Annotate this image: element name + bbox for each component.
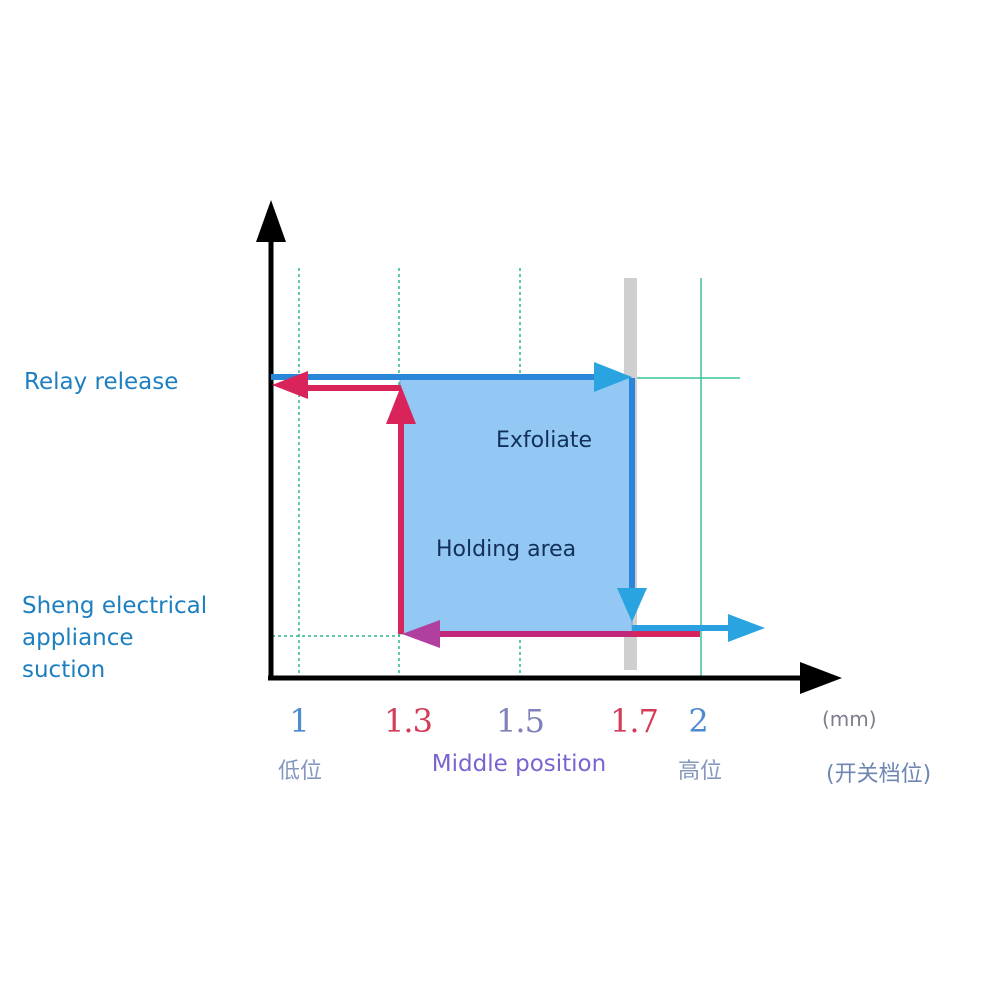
- tick-label-2: 2: [688, 702, 708, 740]
- x-axis-arrowhead: [800, 662, 842, 694]
- suction-path: [272, 371, 700, 648]
- axis-name-label: (开关档位): [826, 762, 932, 787]
- release-arrow-right: [594, 362, 632, 392]
- relay-release-label: Relay release: [24, 369, 179, 395]
- middle-position-label: Middle position: [431, 751, 607, 777]
- tick-label-1.3: 1.3: [384, 702, 433, 740]
- suction-arrow-up: [386, 386, 416, 424]
- suction-label: Sheng electrical appliance suction: [22, 593, 208, 683]
- release-arrow-right-end: [728, 614, 765, 642]
- release-path: [271, 362, 765, 642]
- exfoliate-label: Exfoliate: [496, 428, 592, 453]
- high-position-label: 高位: [677, 759, 723, 784]
- unit-label: (mm): [822, 707, 877, 731]
- axes: [256, 200, 842, 694]
- holding-area-fill: [399, 377, 633, 635]
- tick-label-1.7: 1.7: [610, 702, 659, 740]
- release-arrow-down: [617, 588, 647, 622]
- y-axis-arrowhead: [256, 200, 286, 242]
- suction-arrow-left-end: [272, 371, 308, 399]
- tick-label-1: 1: [289, 702, 309, 740]
- tick-label-1.5: 1.5: [496, 702, 545, 740]
- suction-arrow-left: [402, 620, 440, 648]
- holding-area-label: Holding area: [436, 537, 577, 562]
- low-position-label: 低位: [277, 759, 323, 784]
